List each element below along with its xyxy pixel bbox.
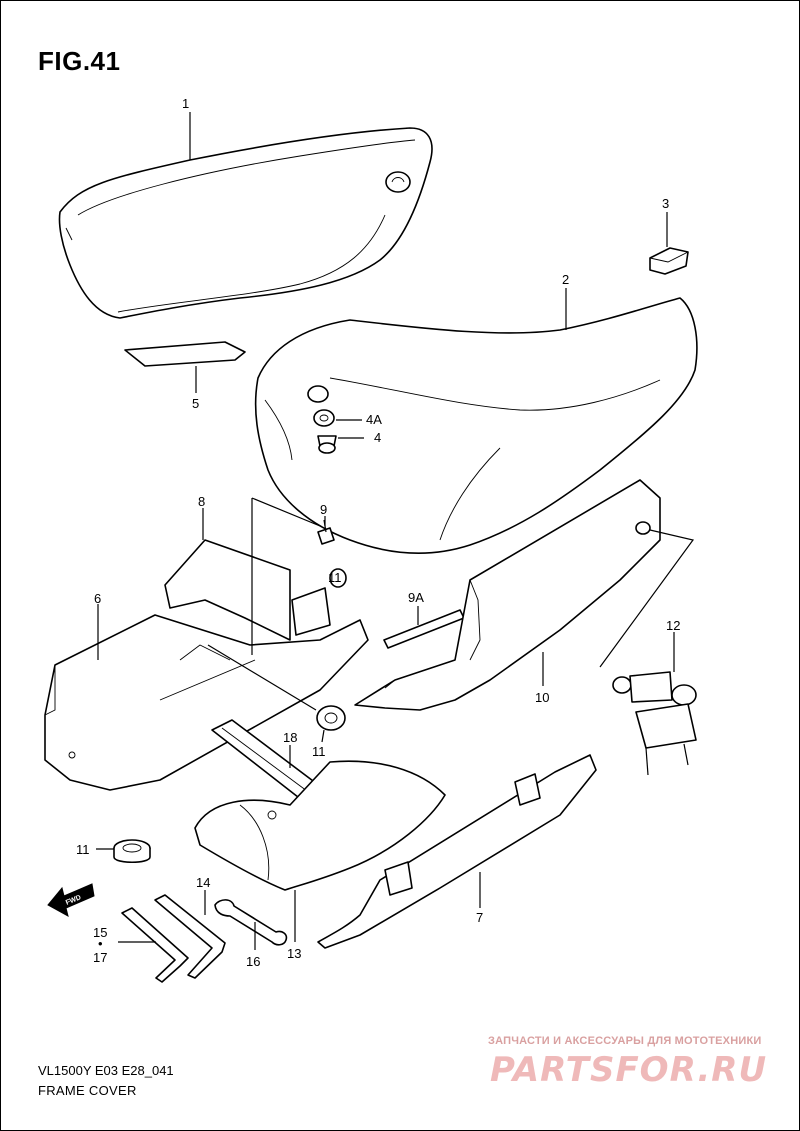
callout-10: 10 (535, 690, 549, 705)
part-4a-washer (313, 409, 335, 427)
leader-10-key (599, 529, 695, 668)
callout-2: 2 (562, 272, 569, 287)
callout-13: 13 (287, 946, 301, 961)
callout-11-a: 11 (312, 744, 326, 759)
part-12-lock-set (612, 671, 697, 776)
callout-1: 1 (182, 96, 189, 111)
part-13-cushion (194, 760, 446, 891)
callout-11-b: 11 (76, 842, 90, 857)
part-clip (291, 587, 331, 636)
callout-17: 17 (93, 950, 107, 965)
part-2-frame-cover (254, 297, 698, 555)
part-9a-rod (383, 609, 465, 649)
callout-5: 5 (192, 396, 199, 411)
callout-7: 7 (476, 910, 483, 925)
callout-16: 16 (246, 954, 260, 969)
part-9-bolt (317, 519, 335, 545)
callout-bullet: • (98, 936, 103, 951)
part-10-lower-cover (354, 479, 661, 711)
part-6-battery-case (44, 614, 369, 791)
callout-6: 6 (94, 591, 101, 606)
callout-4: 4 (374, 430, 381, 445)
part-1-side-cover (58, 127, 433, 319)
callout-9: 9 (320, 502, 327, 517)
callout-15: 15 (93, 925, 107, 940)
leader-11a (321, 729, 325, 743)
part-14-hex-wrench (154, 894, 226, 979)
part-16-spanner (214, 899, 288, 946)
watermark-tagline: ЗАПЧАСТИ И АКСЕССУАРЫ ДЛЯ МОТОТЕХНИКИ (488, 1035, 762, 1047)
callout-4a: 4A (366, 412, 382, 427)
part-11-grommet-a (316, 705, 346, 731)
part-7-long-cover (317, 754, 597, 949)
model-code: VL1500Y E03 E28_041 (38, 1063, 174, 1078)
fwd-arrow-icon: FWD (47, 883, 95, 917)
callout-9a: 9A (408, 590, 424, 605)
part-11-grommet-b (113, 839, 151, 864)
callout-14: 14 (196, 875, 210, 890)
watermark-logo: PARTSFOR.RU (490, 1050, 768, 1090)
leader-guide-2 (251, 497, 321, 527)
callout-12: 12 (666, 618, 680, 633)
callout-8: 8 (198, 494, 205, 509)
callout-3: 3 (662, 196, 669, 211)
figure-title: FIG.41 (38, 46, 121, 76)
callout-11-c: 11 (328, 570, 342, 585)
part-5-bracket (124, 341, 246, 367)
part-grommet-upper (329, 568, 347, 588)
callout-18: 18 (283, 730, 297, 745)
part-8-bracket (164, 539, 291, 641)
part-4-screw (317, 435, 337, 454)
part-15-hex-wrench (121, 907, 189, 983)
leader-pin (207, 644, 317, 711)
figure-caption: FRAME COVER (38, 1083, 137, 1098)
